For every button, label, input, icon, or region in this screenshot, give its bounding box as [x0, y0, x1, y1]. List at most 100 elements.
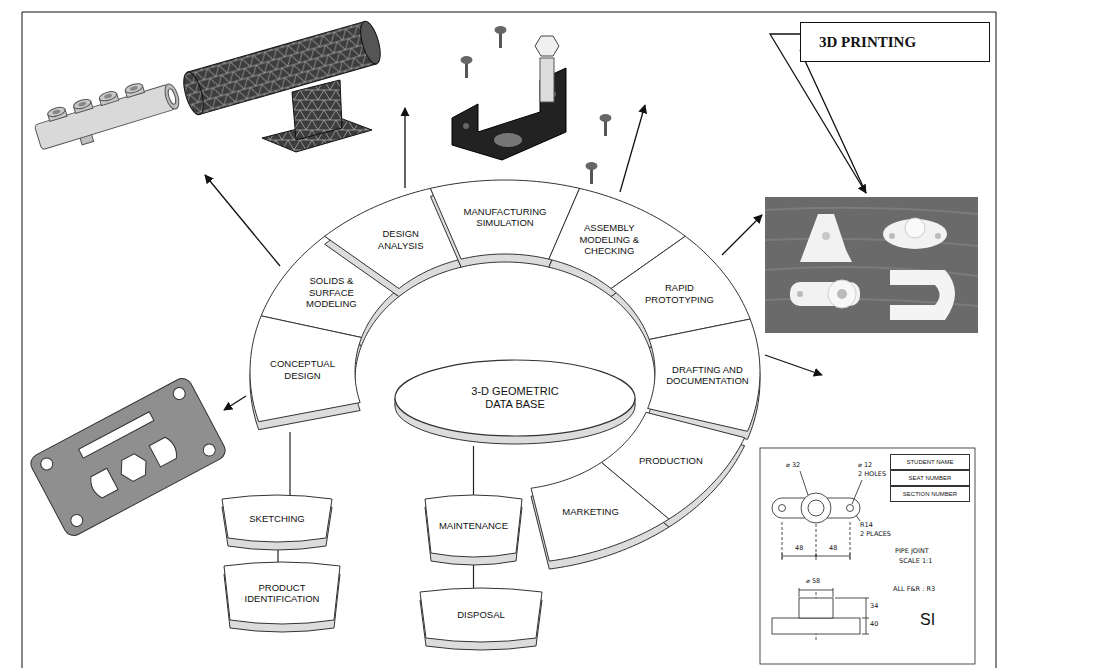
printed-parts-photo	[822, 232, 830, 240]
assembly-model	[590, 168, 593, 184]
node-label: SKETCHING	[229, 513, 325, 524]
node-label: SEAT NUMBER	[909, 475, 952, 481]
drawing-annotation: 2 PLACES	[860, 531, 891, 538]
drawing-annotation: 48	[829, 545, 837, 552]
node-label: 3-D GEOMETRIC DATA BASE	[463, 385, 567, 411]
drawing-sheet	[799, 598, 833, 618]
text-holder: 3-D GEOMETRIC DATA BASE	[463, 385, 567, 411]
assembly-model	[600, 114, 612, 122]
printed-parts-photo	[828, 280, 856, 308]
tile-face	[222, 495, 332, 542]
drawing-annotation: 2 HOLES	[858, 471, 886, 478]
leader-arrows	[722, 215, 762, 255]
text-holder: PRODUCT IDENTIFICATION	[232, 582, 332, 605]
drawing-annotation: R14	[860, 522, 873, 529]
plate-model	[171, 385, 187, 401]
stage-tile: PRODUCT IDENTIFICATION	[224, 562, 340, 632]
title-block-cell: SEAT NUMBER	[890, 470, 970, 486]
drawing-annotation: 48	[795, 545, 803, 552]
drawing-sheet	[760, 448, 975, 664]
drawing-sheet	[808, 500, 824, 516]
assembly-model	[461, 26, 612, 184]
drawing-sheet	[799, 588, 833, 597]
pipe-model	[167, 88, 177, 105]
node-label: ASSEMBLY MODELING & CHECKING	[573, 222, 645, 256]
ring-segment: MARKETING	[529, 460, 671, 572]
printed-parts-photo	[837, 289, 847, 299]
assembly-model	[540, 58, 554, 102]
segment-face	[250, 316, 362, 422]
leader-arrows	[800, 50, 866, 193]
leader-arrows	[620, 105, 645, 192]
connector-line	[289, 432, 290, 495]
drawing-sheet	[835, 598, 869, 634]
callout-box: 3D PRINTING	[800, 22, 990, 62]
text-holder: DESIGN ANALYSIS	[370, 228, 432, 251]
pipe-model	[52, 109, 61, 115]
pipe-model	[124, 82, 144, 95]
connector-line	[277, 550, 278, 562]
plate-model	[69, 512, 85, 528]
assembly-model	[495, 26, 507, 34]
ring-segment: CONCEPTUAL DESIGN	[248, 313, 364, 432]
node-label: SOLIDS & SURFACE MODELING	[298, 275, 364, 309]
plate-model	[201, 442, 217, 458]
mesh-model	[180, 19, 384, 116]
page-border	[22, 12, 996, 13]
node-label: MANUFACTURING SIMULATION	[455, 206, 555, 229]
drawing-sheet	[856, 515, 860, 521]
mesh-model	[357, 19, 385, 66]
leader-arrows	[765, 355, 822, 375]
node-label: DRAFTING AND DOCUMENTATION	[663, 363, 751, 386]
printed-parts-photo	[765, 239, 978, 246]
text-holder: PRODUCTION	[631, 455, 711, 466]
unit-mark: SI	[920, 612, 935, 628]
mesh-model	[187, 21, 376, 114]
drawing-annotation: SCALE 1:1	[899, 558, 932, 565]
node-label: MARKETING	[556, 507, 626, 518]
segment-face	[531, 462, 669, 561]
drawing-annotation: ⌀ 58	[806, 578, 820, 585]
node-label: DESIGN ANALYSIS	[370, 228, 432, 251]
node-label: STUDENT NAME	[906, 459, 953, 465]
node-label: CONCEPTUAL DESIGN	[265, 358, 341, 381]
drawing-sheet	[801, 493, 831, 523]
pipe-model	[162, 82, 181, 110]
drawing-sheet	[847, 505, 854, 512]
assembly-model	[499, 32, 502, 48]
text-holder: MARKETING	[556, 507, 626, 518]
drawing-sheet	[800, 471, 808, 495]
drawing-sheet	[866, 598, 867, 634]
assembly-model	[586, 162, 598, 170]
segment-face	[648, 319, 760, 431]
node-label: PRODUCTION	[631, 455, 711, 466]
stage-tile: SKETCHING	[222, 495, 332, 550]
leader-arrows	[205, 175, 280, 266]
tile-face	[224, 562, 340, 624]
printed-parts-photo	[765, 208, 978, 214]
text-holder: SOLIDS & SURFACE MODELING	[298, 275, 364, 309]
pipe-model	[78, 101, 87, 107]
node-label: PRODUCT IDENTIFICATION	[232, 582, 332, 605]
text-holder: ASSEMBLY MODELING & CHECKING	[573, 222, 645, 256]
page-border	[996, 12, 997, 668]
pipe-model	[129, 85, 138, 91]
drawing-annotation: ⌀ 32	[786, 462, 800, 469]
pipe-model	[104, 93, 113, 99]
assembly-model	[535, 36, 559, 56]
text-holder: CONCEPTUAL DESIGN	[265, 358, 341, 381]
drawing-annotation: ⌀ 12	[858, 462, 872, 469]
drawing-sheet	[779, 505, 786, 512]
plate-model	[27, 375, 228, 539]
tile-face	[425, 495, 522, 557]
pipe-model	[31, 73, 183, 157]
plate-model	[39, 385, 218, 528]
printed-parts-photo	[800, 214, 852, 262]
assembly-model	[452, 26, 612, 184]
drawing-sheet	[772, 618, 860, 634]
drawing-sheet	[852, 480, 862, 504]
leader-arrows	[224, 396, 246, 410]
pipe-model	[98, 90, 118, 103]
